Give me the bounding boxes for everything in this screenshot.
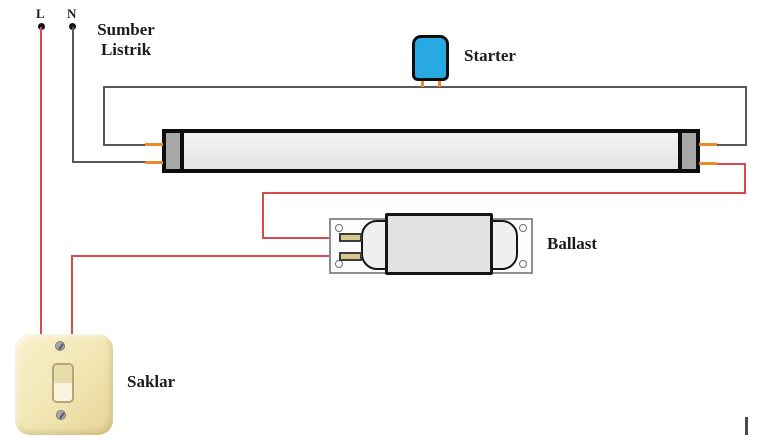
wire-neutral-from-n	[72, 27, 74, 163]
switch-rocker-top	[54, 365, 72, 383]
tube-left-cap	[166, 133, 180, 169]
tube-right-cap	[682, 133, 696, 169]
wire-switch-to-ballast-horizontal	[71, 255, 343, 257]
ballast-screw-hole	[519, 224, 527, 232]
tube-pin-right-bottom	[699, 162, 717, 165]
terminal-l-dot	[38, 23, 45, 30]
fluorescent-tube	[162, 129, 700, 173]
wire-ballast-to-tube-vertical-left	[262, 193, 264, 239]
tube-pin-left-bottom	[145, 161, 163, 164]
switch-screw-top	[55, 341, 65, 351]
switch-rocker	[52, 363, 74, 403]
wire-loop-right-vertical	[745, 87, 747, 145]
power-source-label-line1: Sumber	[97, 20, 155, 39]
ballast-screw-hole	[335, 260, 343, 268]
wire-ballast-to-tube-horizontal	[262, 192, 746, 194]
wire-starter-line-top	[103, 86, 747, 88]
wire-tube-right-vertical-red	[744, 163, 746, 194]
terminal-n-dot	[69, 23, 76, 30]
wire-neutral-to-tube-stub	[72, 161, 146, 163]
switch-label: Saklar	[127, 372, 176, 391]
tube-pin-right-top	[699, 143, 717, 146]
wire-switch-to-ballast-vertical	[71, 256, 73, 335]
ballast-terminal-top	[339, 233, 362, 242]
wire-loop-left-vertical	[103, 87, 105, 145]
ballast-screw-hole	[335, 224, 343, 232]
screw-slot	[58, 411, 64, 419]
ballast-screw-hole	[519, 260, 527, 268]
starter-leg-right	[438, 78, 441, 87]
power-source-label: Sumber Listrik	[88, 20, 164, 60]
starter-body	[412, 35, 449, 81]
terminal-n-label: N	[67, 6, 77, 21]
tube-pin-left-top	[145, 143, 163, 146]
tube-right-cap-divider	[678, 133, 682, 169]
ballast-terminal-bottom	[339, 252, 362, 261]
tube-left-cap-divider	[180, 133, 184, 169]
starter-label: Starter	[464, 46, 516, 65]
switch-plate	[15, 334, 113, 435]
wire-tube-top-right-stub	[716, 144, 747, 146]
ballast-label: Ballast	[547, 234, 598, 253]
terminal-l-label: L	[36, 6, 45, 21]
wire-tube-top-left-stub	[103, 144, 147, 146]
wire-live-from-l	[40, 27, 42, 335]
wire-tube-bottom-right-stub	[716, 163, 746, 165]
switch-screw-bottom	[56, 410, 66, 420]
switch-rocker-bottom	[54, 383, 72, 401]
wire-ballast-top-horizontal	[262, 237, 344, 239]
screw-slot	[57, 342, 63, 350]
power-source-label-line2: Listrik	[100, 40, 152, 60]
starter-leg-left	[421, 78, 424, 87]
ballast-core	[385, 213, 493, 275]
text-cursor-mark	[745, 417, 748, 435]
